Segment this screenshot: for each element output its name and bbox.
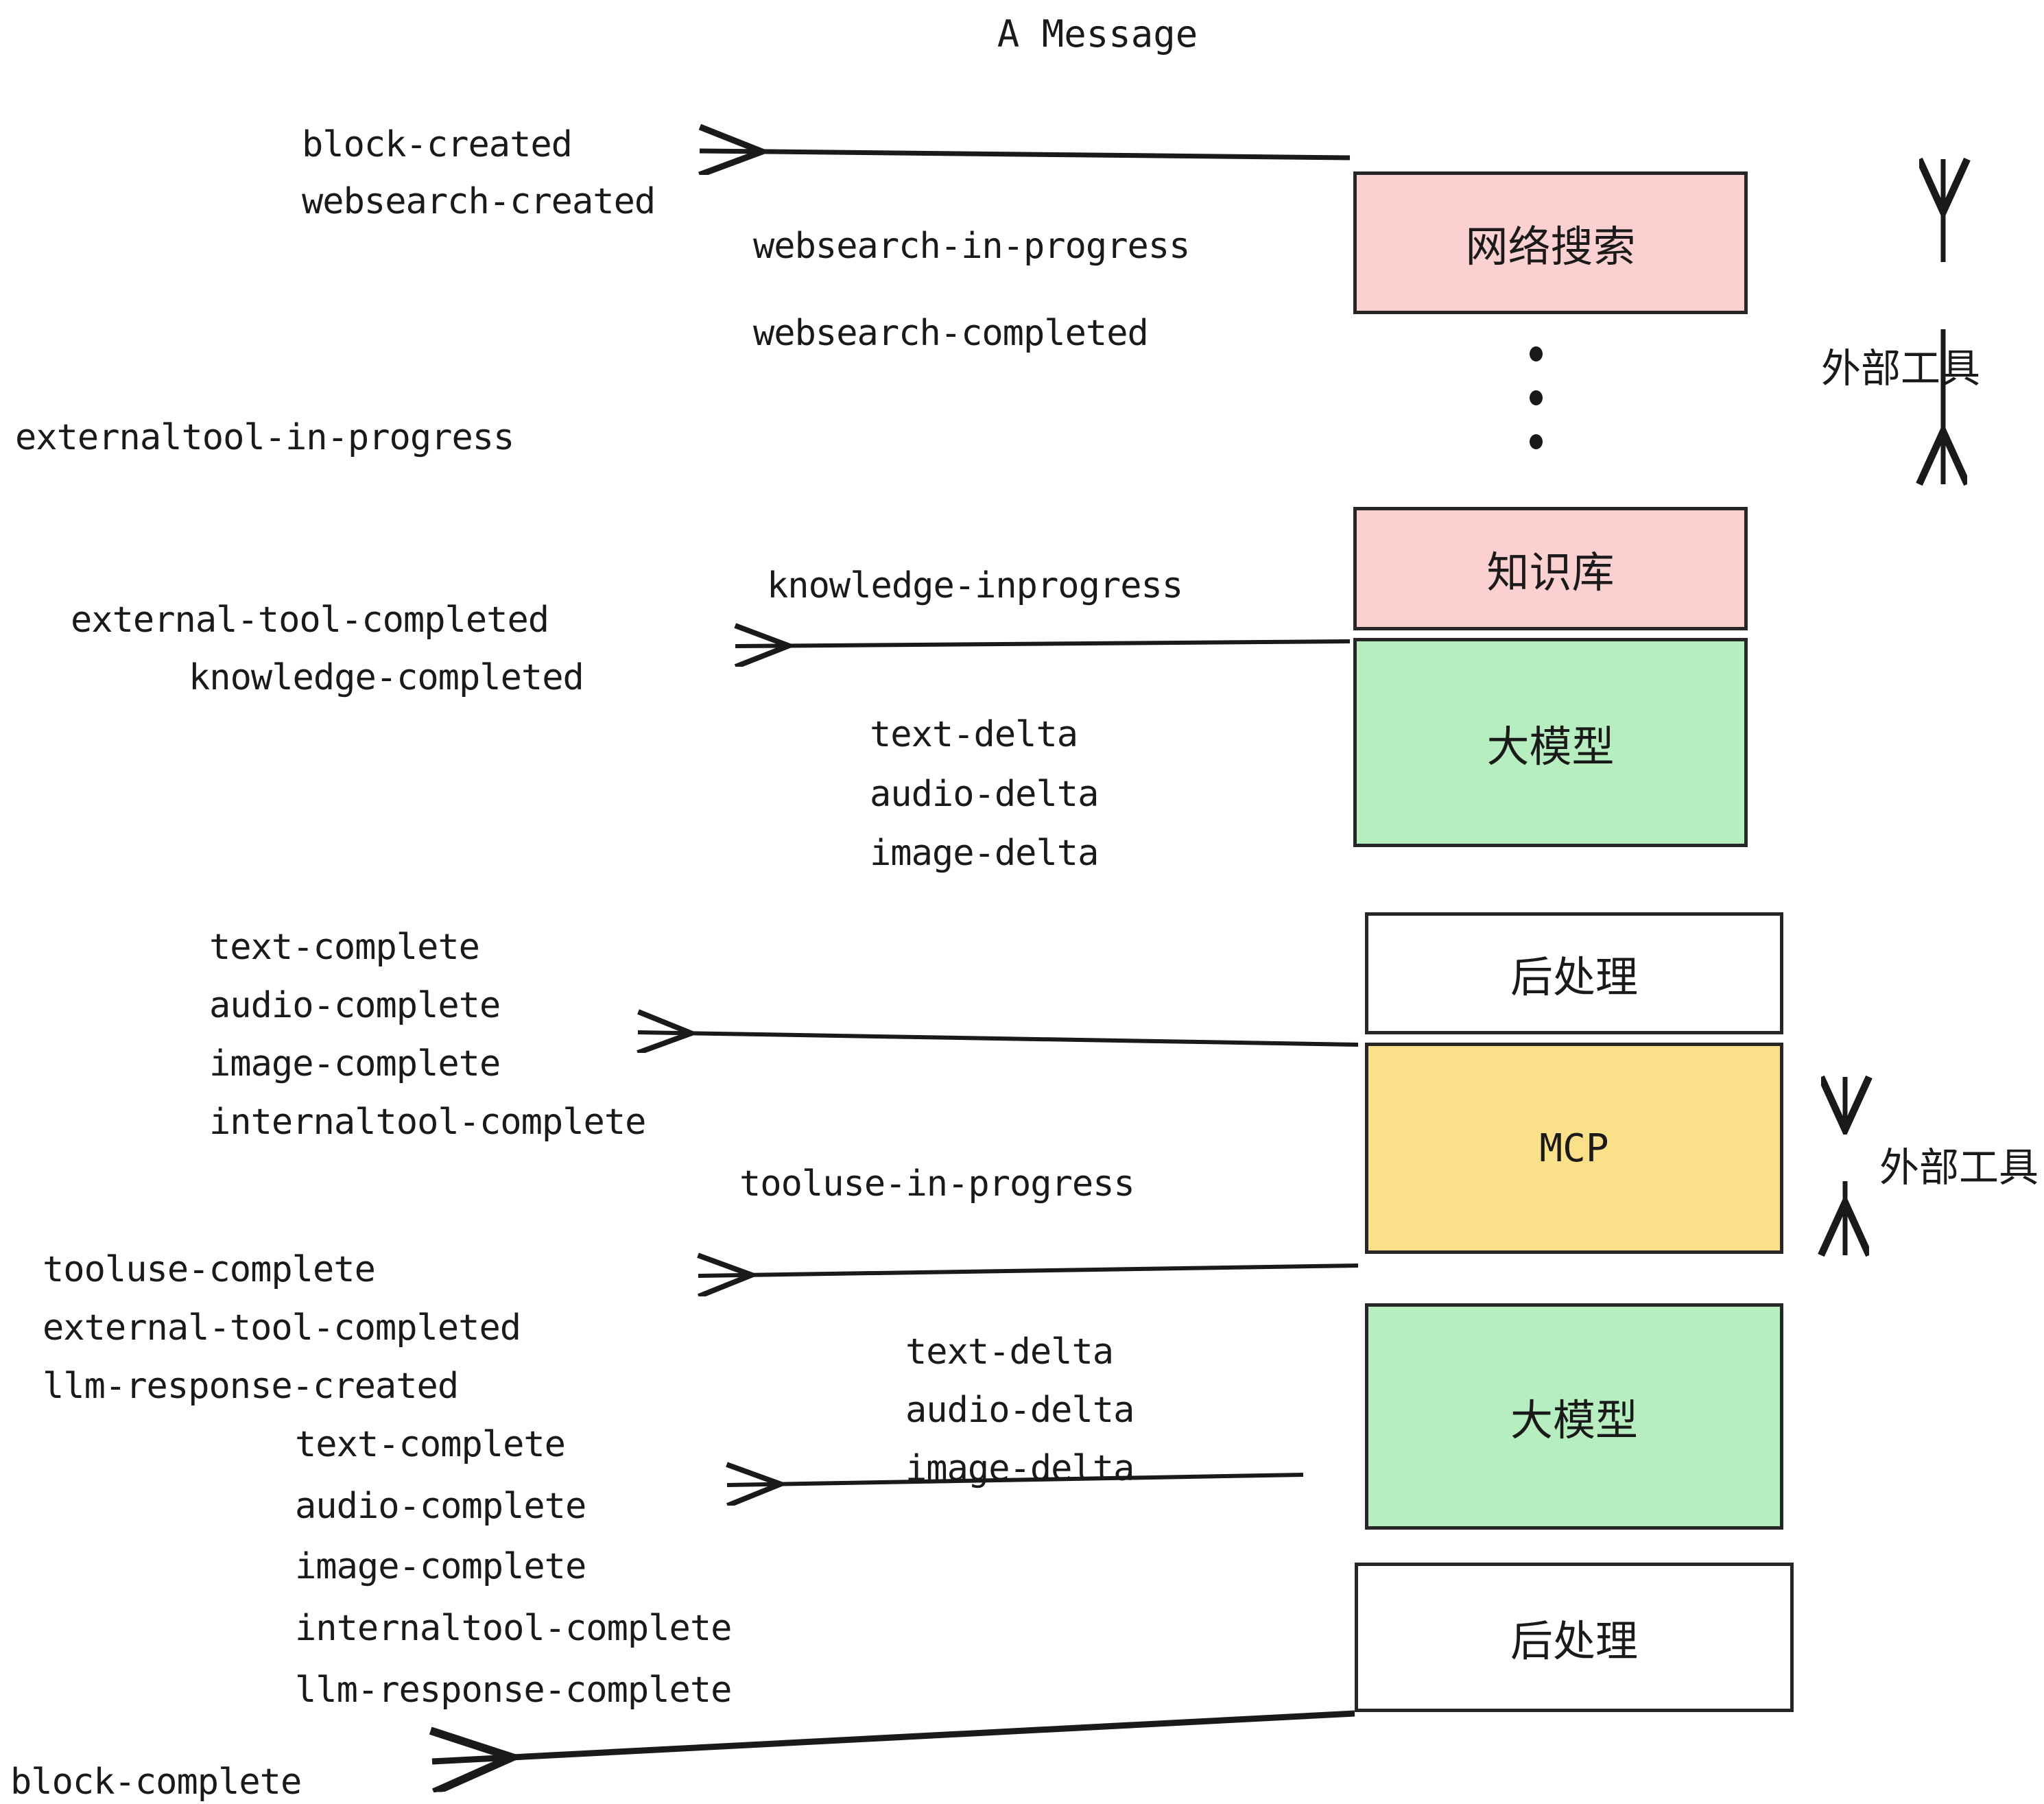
node-llm-second[interactable]: 大模型 [1365, 1303, 1783, 1530]
event-label-external-tool-completed-2: external-tool-completed [43, 1307, 521, 1349]
scope-label-external-tool-bottom: 外部工具 [1879, 1144, 2039, 1191]
scope-label-external-tool-top: 外部工具 [1821, 345, 1981, 392]
event-label-image-complete-2: image-complete [295, 1546, 586, 1587]
event-label-internaltool-complete-2: internaltool-complete [295, 1608, 732, 1649]
event-label-external-tool-completed-1: external-tool-completed [71, 600, 549, 641]
arrow-llm1-to-image-complete [638, 1032, 1359, 1045]
event-label-externaltool-in-progress: externaltool-in-progress [15, 417, 514, 458]
arrow-knowledge-to-completed [735, 641, 1351, 646]
event-label-internaltool-complete-1: internaltool-complete [209, 1102, 646, 1143]
event-label-image-delta-2: image-delta [905, 1448, 1134, 1489]
event-label-audio-delta-1: audio-delta [870, 774, 1099, 815]
arrow-post2-to-block-complete [432, 1710, 1355, 1761]
event-label-image-complete-1: image-complete [209, 1043, 501, 1084]
event-label-knowledge-inprogress: knowledge-inprogress [767, 565, 1183, 606]
node-postprocess-second[interactable]: 后处理 [1355, 1563, 1794, 1712]
node-label: 后处理 [1510, 952, 1638, 1002]
event-label-knowledge-completed: knowledge-completed [189, 657, 584, 698]
event-label-tooluse-in-progress: tooluse-in-progress [739, 1163, 1135, 1204]
event-label-text-delta-2: text-delta [905, 1331, 1114, 1373]
node-websearch[interactable]: 网络搜索 [1353, 171, 1748, 314]
event-label-audio-complete-2: audio-complete [295, 1486, 586, 1527]
node-knowledge-base[interactable]: 知识库 [1353, 507, 1748, 630]
arrow-websearch-to-block-created [700, 151, 1351, 158]
event-label-websearch-in-progress: websearch-in-progress [753, 226, 1190, 267]
node-label: 知识库 [1486, 547, 1615, 597]
event-label-tooluse-complete: tooluse-complete [43, 1249, 376, 1290]
node-llm-first[interactable]: 大模型 [1353, 638, 1748, 847]
node-label: 网络搜索 [1465, 222, 1636, 272]
event-label-text-complete-1: text-complete [209, 927, 480, 968]
event-label-text-complete-2: text-complete [295, 1424, 566, 1465]
event-label-block-created: block-created [302, 124, 573, 165]
event-label-audio-complete-1: audio-complete [209, 985, 501, 1026]
node-label: 大模型 [1510, 1395, 1638, 1445]
page-title: A Message [997, 12, 1198, 56]
event-label-llm-response-complete: llm-response-complete [295, 1670, 732, 1711]
arrow-mcp-to-tooluse-complete [698, 1266, 1359, 1276]
node-label: 大模型 [1486, 721, 1615, 772]
node-label: MCP [1539, 1126, 1609, 1171]
node-label: 后处理 [1510, 1616, 1638, 1666]
event-label-text-delta-1: text-delta [870, 714, 1078, 755]
node-postprocess-first[interactable]: 后处理 [1365, 912, 1783, 1034]
event-label-block-complete: block-complete [10, 1761, 302, 1803]
event-label-llm-response-created: llm-response-created [43, 1366, 459, 1407]
event-label-websearch-created: websearch-created [302, 181, 656, 222]
vertical-ellipsis-icon [1530, 346, 1543, 449]
event-label-websearch-completed: websearch-completed [753, 313, 1149, 354]
node-mcp[interactable]: MCP [1365, 1043, 1783, 1254]
event-label-audio-delta-2: audio-delta [905, 1390, 1134, 1431]
event-label-image-delta-1: image-delta [870, 833, 1099, 874]
